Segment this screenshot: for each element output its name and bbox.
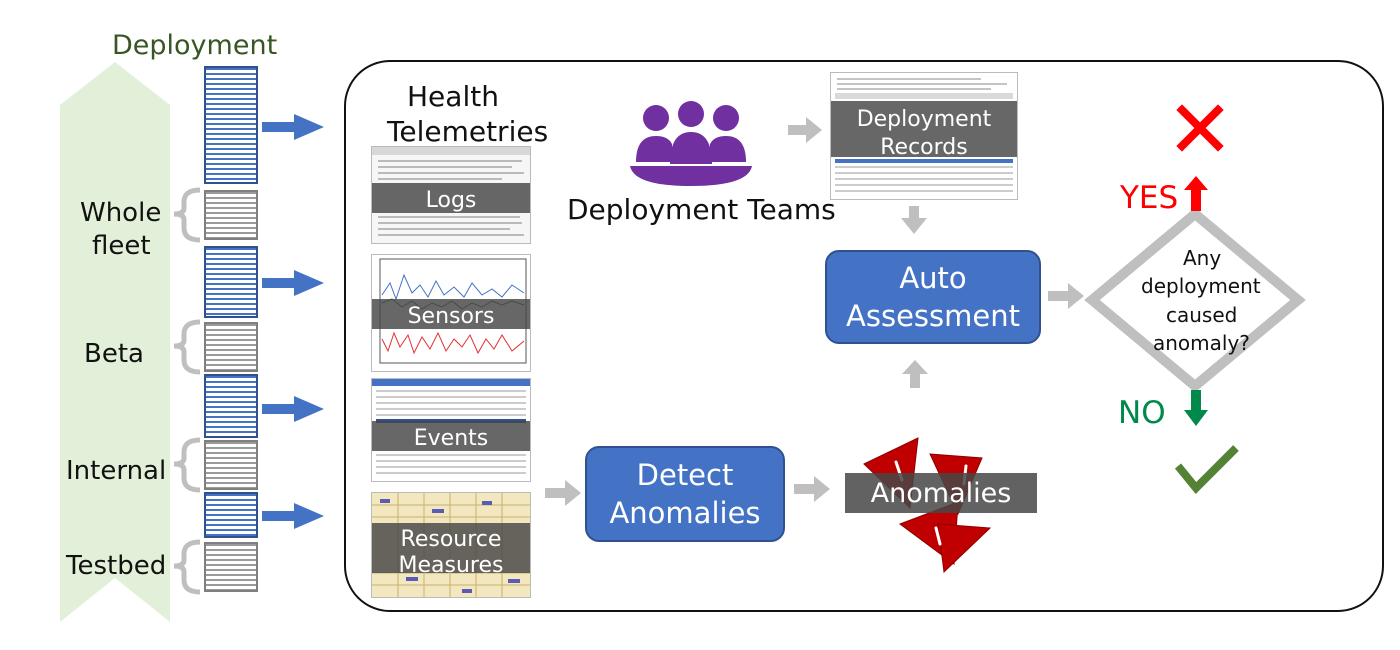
brace-testbed bbox=[173, 539, 201, 595]
records-label-line1: Deployment bbox=[856, 107, 992, 132]
detect-anomalies-line1: Detect bbox=[636, 458, 734, 492]
logs-thumbnail: Logs bbox=[371, 146, 531, 244]
decision-diamond bbox=[1084, 207, 1306, 393]
arrow-teams-records-shaft bbox=[788, 125, 806, 135]
resource-thumbnail: Resource Measures bbox=[371, 492, 531, 598]
no-down-arrow-icon bbox=[1184, 390, 1208, 426]
pending-server-block-6 bbox=[204, 440, 258, 490]
events-label: Events bbox=[413, 426, 489, 451]
people-group-icon bbox=[630, 101, 752, 186]
arrow-head-2 bbox=[294, 270, 324, 296]
arrow-shaft-1 bbox=[262, 122, 294, 132]
decision-line1: Any bbox=[1183, 246, 1222, 270]
arrow-resource-detect-shaft bbox=[545, 488, 565, 498]
deployment-records-thumbnail: Deployment Records bbox=[830, 72, 1018, 200]
updated-server-block-1 bbox=[204, 66, 258, 184]
anomalies-band bbox=[845, 473, 1037, 513]
stage-internal: Internal bbox=[66, 456, 167, 486]
auto-assessment-line1: Auto bbox=[899, 261, 967, 295]
brace-whole-fleet bbox=[173, 187, 201, 243]
arrow-anomalies-assess-head bbox=[902, 360, 928, 374]
failure-x-icon bbox=[1176, 104, 1224, 152]
telemetry-title-line2: Telemetries bbox=[387, 115, 549, 148]
arrow-records-assess-head bbox=[901, 218, 927, 234]
monitoring-panel bbox=[344, 60, 1384, 612]
pending-server-block-8 bbox=[204, 542, 258, 592]
updated-server-block-7 bbox=[204, 492, 258, 538]
resource-band bbox=[372, 523, 530, 573]
logs-label: Logs bbox=[425, 188, 477, 213]
stage-whole-fleet-line1: Whole bbox=[80, 198, 162, 228]
arrow-head-1 bbox=[294, 114, 324, 140]
yes-label: YES bbox=[1120, 180, 1179, 216]
arrow-records-assess-shaft bbox=[909, 206, 919, 218]
brace-internal bbox=[173, 437, 201, 493]
decision-line2: deployment bbox=[1141, 274, 1261, 298]
arrow-head-3 bbox=[294, 396, 324, 422]
arrow-assess-decision-head bbox=[1068, 283, 1084, 309]
arrow-shaft-3 bbox=[262, 404, 294, 414]
deployment-teams-label: Deployment Teams bbox=[567, 193, 836, 226]
arrow-head-4 bbox=[294, 503, 324, 529]
arrow-assess-decision-shaft bbox=[1048, 291, 1068, 301]
pending-server-block-2 bbox=[204, 190, 258, 240]
no-label: NO bbox=[1118, 395, 1166, 431]
pending-server-block-4 bbox=[204, 322, 258, 372]
resource-grid bbox=[372, 493, 530, 597]
updated-server-block-5 bbox=[204, 374, 258, 438]
records-label-line2: Records bbox=[880, 135, 968, 160]
stage-testbed: Testbed bbox=[66, 551, 167, 581]
logs-lines bbox=[372, 147, 530, 236]
stage-beta: Beta bbox=[84, 339, 144, 369]
telemetry-title-line1: Health bbox=[407, 80, 499, 113]
warning-triangle-4 bbox=[937, 523, 992, 574]
arrow-resource-detect-head bbox=[565, 480, 581, 506]
records-band bbox=[831, 101, 1017, 157]
arrow-teams-records-head bbox=[806, 117, 822, 143]
events-thumbnail: Events bbox=[371, 378, 531, 482]
sensors-thumbnail: Sensors bbox=[371, 254, 531, 372]
arrow-detect-anomalies-shaft bbox=[794, 484, 814, 494]
arrow-shaft-2 bbox=[262, 278, 294, 288]
anomalies-label: Anomalies bbox=[870, 478, 1012, 509]
records-table bbox=[835, 78, 1013, 192]
resource-label-line2: Measures bbox=[398, 553, 504, 578]
arrow-shaft-4 bbox=[262, 511, 294, 521]
success-check-icon bbox=[1174, 445, 1239, 494]
sensors-label: Sensors bbox=[407, 304, 495, 329]
result-icons bbox=[1174, 104, 1239, 494]
yes-up-arrow-icon bbox=[1184, 176, 1208, 211]
detect-anomalies-line2: Anomalies bbox=[609, 496, 761, 530]
decision-line3: caused bbox=[1166, 303, 1238, 327]
logs-band bbox=[372, 183, 530, 213]
auto-assessment-line2: Assessment bbox=[846, 299, 1020, 333]
arrow-detect-anomalies-head bbox=[814, 476, 830, 502]
arrow-anomalies-assess-shaft bbox=[910, 372, 920, 388]
brace-beta bbox=[173, 319, 201, 375]
detect-anomalies-box: Detect Anomalies bbox=[585, 446, 785, 542]
decision-line4: anomaly? bbox=[1153, 331, 1250, 355]
stage-whole-fleet-line2: fleet bbox=[92, 231, 151, 261]
updated-server-block-3 bbox=[204, 246, 258, 318]
deployment-stages-graphic bbox=[60, 62, 324, 622]
deployment-progress-arrow bbox=[60, 62, 170, 622]
deployment-label: Deployment bbox=[112, 30, 278, 61]
resource-label-line1: Resource bbox=[400, 527, 502, 552]
auto-assessment-box: Auto Assessment bbox=[825, 250, 1041, 344]
sensors-band bbox=[372, 299, 530, 329]
events-band bbox=[372, 421, 530, 451]
